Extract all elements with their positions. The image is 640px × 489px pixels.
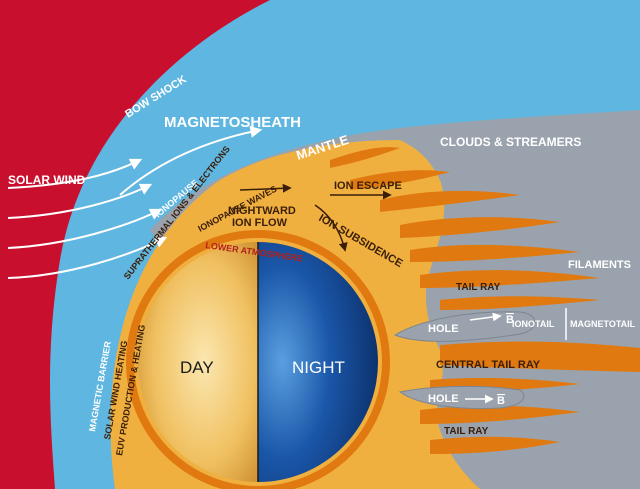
magnetosheath-label: MAGNETOSHEATH bbox=[164, 114, 301, 131]
day-label: DAY bbox=[180, 358, 214, 377]
filaments-label: FILAMENTS bbox=[568, 259, 631, 271]
magnetotail-label: MAGNETOTAIL bbox=[570, 319, 636, 329]
hole-upper-label: HOLE bbox=[428, 323, 459, 335]
planet-night-side bbox=[258, 242, 378, 482]
solar-wind-label: SOLAR WIND bbox=[8, 173, 86, 187]
planet-day-side bbox=[138, 242, 258, 482]
tail-ray-upper-label: TAIL RAY bbox=[456, 282, 501, 293]
ion-escape-label: ION ESCAPE bbox=[334, 180, 402, 192]
ionotail-label: IONOTAIL bbox=[512, 319, 555, 329]
night-label: NIGHT bbox=[292, 358, 345, 377]
nightward-label-line1: NIGHTWARD bbox=[228, 205, 296, 217]
b-field-lower-label: B bbox=[497, 395, 505, 407]
hole-lower-label: HOLE bbox=[428, 393, 459, 405]
b-field-upper-label: B bbox=[506, 314, 514, 326]
clouds-streamers-label: CLOUDS & STREAMERS bbox=[440, 135, 581, 149]
central-tail-ray-label: CENTRAL TAIL RAY bbox=[436, 359, 541, 371]
tail-ray-lower-label: TAIL RAY bbox=[444, 426, 489, 437]
ion-flow-arrows bbox=[239, 183, 392, 252]
b-field-arrows bbox=[465, 312, 502, 404]
filament-streamers bbox=[330, 147, 640, 454]
solar-wind-arrows bbox=[7, 126, 263, 279]
nightward-label-line2: ION FLOW bbox=[232, 217, 288, 229]
